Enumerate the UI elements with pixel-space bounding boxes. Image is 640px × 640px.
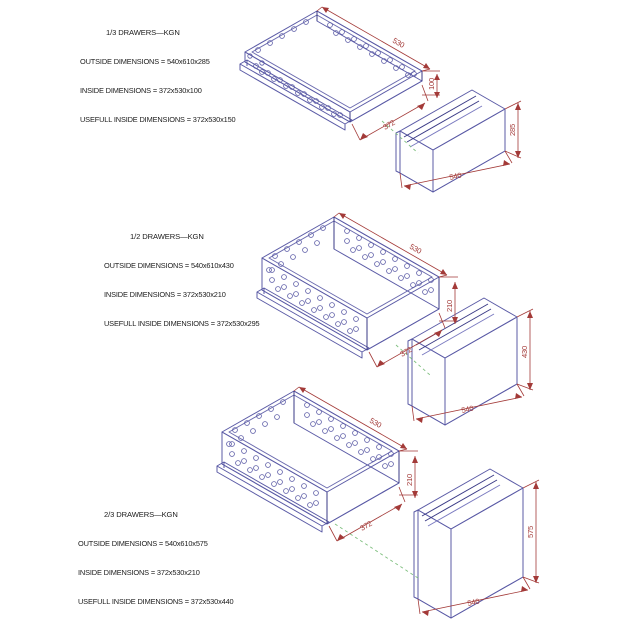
dim-label-frontheight-one-half: 430: [520, 346, 529, 358]
assembly-one-half: 530 210 372 430 540: [256, 212, 534, 426]
spec-outside-two-thirds: OUTSIDE DIMENSIONS = 540x610x575: [78, 538, 208, 548]
front-panel-thickness: [395, 130, 401, 174]
perforations-one-half: [266, 225, 434, 334]
pan-top-rim: [244, 10, 423, 113]
dim-label-boxheight-one-half: 210: [445, 300, 454, 312]
spec-block-one-half: 1/2 DRAWERS—KGN OUTSIDE DIMENSIONS = 540…: [104, 213, 260, 347]
dim-label-boxheight-one-third: 100: [427, 78, 436, 90]
dim-label-frontwidth-one-half: 540: [461, 404, 475, 415]
front-panel-groove-1: [403, 95, 477, 138]
spec-title-one-half: 1/2 DRAWERS—KGN: [130, 232, 204, 242]
pan-floor-edge: [244, 61, 423, 123]
front-panel-groove-3: [421, 313, 495, 356]
pan-inner-rim: [268, 220, 433, 315]
dim-ext-frontwidth-one-half: [411, 383, 525, 422]
dim-ext-frontwidth-one-third: [399, 150, 513, 189]
front-panel-groove-3: [409, 105, 483, 148]
pan-front-lip-under: [256, 292, 363, 359]
front-panel-bottom-edge: [411, 383, 518, 426]
dim-line-length-two-thirds: [298, 386, 408, 450]
dim-line-depth-one-half: [376, 329, 443, 368]
pan-inner-rim: [228, 394, 393, 489]
front-panel-groove-1: [421, 474, 495, 517]
spec-usefull-one-third: USEFULL INSIDE DIMENSIONS = 372x530x150: [80, 114, 236, 124]
dim-line-frontwidth-one-half: [415, 396, 523, 420]
pan-corner-lines-two-thirds: [293, 391, 400, 524]
front-panel-face: [444, 316, 518, 426]
dim-label-depth-one-third: 372: [382, 118, 397, 132]
dim-line-frontwidth-two-thirds: [421, 589, 529, 613]
spec-inside-one-half: INSIDE DIMENSIONS = 372x530x210: [104, 289, 226, 299]
pan-front-lip-under: [216, 466, 323, 533]
dim-label-frontheight-two-thirds: 575: [526, 526, 535, 538]
dim-label-frontwidth-one-third: 540: [449, 171, 463, 182]
dim-label-frontwidth-two-thirds: 540: [467, 597, 481, 608]
spec-outside-one-half: OUTSIDE DIMENSIONS = 540x610x430: [104, 260, 234, 270]
dim-ext-length-one-half: [333, 212, 448, 278]
dim-label-boxheight-two-thirds: 210: [405, 474, 414, 486]
spec-outside-one-third: OUTSIDE DIMENSIONS = 540x610x285: [80, 56, 210, 66]
pan-front-lip: [216, 461, 330, 527]
dim-ext-depth-one-half: [368, 312, 446, 368]
front-panel-top: [399, 89, 506, 151]
pan-corner-lines-one-half: [333, 217, 440, 350]
dimensions-one-third: [316, 6, 522, 190]
drawer-pan-one-half: [256, 216, 440, 359]
dim-label-depth-one-half: 372: [399, 345, 414, 359]
front-panel-groove-2: [424, 479, 498, 522]
spec-usefull-one-half: USEFULL INSIDE DIMENSIONS = 372x530x295: [104, 318, 260, 328]
dim-line-frontwidth-one-third: [403, 163, 511, 187]
spec-title-one-third: 1/3 DRAWERS—KGN: [106, 28, 180, 38]
assembly-centerline-two-thirds: [334, 523, 419, 579]
assembly-one-third: 530 100 372 285 540: [239, 6, 522, 193]
front-panel-thickness: [413, 509, 419, 600]
dim-ext-depth-two-thirds: [328, 486, 406, 542]
front-panel-groove-2: [418, 308, 492, 351]
pan-floor-edge: [221, 463, 400, 525]
front-panel-bottom-edge: [417, 576, 524, 619]
dim-line-length-one-half: [338, 212, 448, 276]
spec-inside-one-third: INSIDE DIMENSIONS = 372x530x100: [80, 85, 202, 95]
dim-ext-length-two-thirds: [293, 386, 408, 452]
dimensions-two-thirds: [293, 386, 540, 616]
dimensions-one-half: [333, 212, 534, 423]
pan-top-rim: [221, 390, 400, 493]
dim-label-frontheight-one-third: 285: [508, 124, 517, 136]
pan-front-lip-under: [239, 64, 346, 131]
spec-usefull-two-thirds: USEFULL INSIDE DIMENSIONS = 372x530x440: [78, 596, 234, 606]
spec-title-two-thirds: 2/3 DRAWERS—KGN: [104, 510, 178, 520]
front-panel-groove-3: [427, 484, 501, 527]
perforations-one-third: [247, 19, 417, 118]
pan-front-lip: [256, 287, 370, 353]
front-panel-groove-2: [406, 100, 480, 143]
dim-line-length-one-third: [321, 6, 431, 70]
front-panel-bottom-edge: [399, 150, 506, 193]
drawer-pan-two-thirds: [216, 390, 400, 533]
dim-ext-length-one-third: [316, 6, 431, 72]
spec-block-one-third: 1/3 DRAWERS—KGN OUTSIDE DIMENSIONS = 540…: [80, 9, 236, 143]
pan-top-rim: [261, 216, 440, 319]
dim-line-depth-one-third: [359, 102, 426, 141]
dim-ext-frontwidth-two-thirds: [417, 576, 531, 615]
front-panel-top: [417, 468, 524, 530]
assembly-centerline-one-third: [381, 120, 419, 154]
pan-inner-rim: [251, 14, 416, 109]
pan-back-wall: [316, 10, 423, 82]
pan-front-lip: [239, 59, 353, 125]
assembly-two-thirds: 530 210 372 575 540: [216, 386, 540, 619]
perforations-two-thirds: [226, 399, 394, 508]
dim-label-depth-two-thirds: 372: [359, 519, 374, 533]
dim-line-depth-two-thirds: [336, 503, 403, 542]
dim-ext-depth-one-third: [351, 84, 429, 141]
front-panel-left-return: [411, 338, 446, 426]
front-panel-two-thirds: [413, 468, 524, 619]
spec-block-two-thirds: 2/3 DRAWERS—KGN OUTSIDE DIMENSIONS = 540…: [78, 491, 234, 625]
spec-inside-two-thirds: INSIDE DIMENSIONS = 372x530x210: [78, 567, 200, 577]
pan-right-wall: [349, 71, 423, 123]
assembly-centerline-one-half: [395, 344, 431, 376]
pan-corner-lines-one-third: [316, 11, 423, 122]
front-panel-top: [411, 297, 518, 359]
